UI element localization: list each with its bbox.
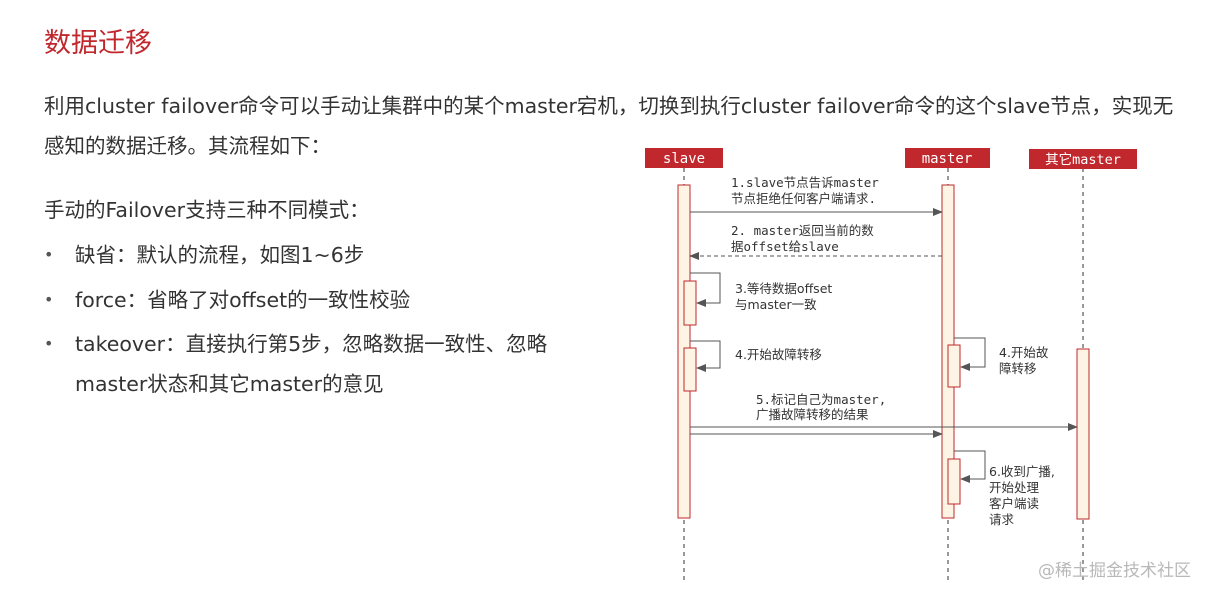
slave-header [645, 148, 723, 168]
step4-slave-label: 4.开始故障转移 [735, 347, 822, 362]
step4-master-self-arrow [954, 337, 986, 371]
step3-self-arrow [690, 272, 721, 307]
page-title: 数据迁移 [44, 28, 152, 59]
master-serve-activation [947, 458, 961, 505]
mode-list: • 缺省：默认的流程，如图1~6步 • force：省略了对offset的一致性… [0, 235, 620, 396]
other-master-activation [1076, 348, 1090, 520]
step6-label-line1: 6.收到广播, [989, 464, 1055, 479]
master-header [905, 148, 990, 168]
slave-header-label: slave [663, 151, 705, 167]
step5-label-line1: 5.标记自己为master, [756, 392, 886, 407]
list-item: • takeover：直接执行第5步，忽略数据一致性、忽略master状态和其它… [0, 324, 620, 404]
step2-label-line1: 2. master返回当前的数 [731, 223, 874, 238]
bullet-marker: • [44, 334, 54, 353]
mode-default-text: 缺省：默认的流程，如图1~6步 [75, 243, 365, 267]
step1-label-line2: 节点拒绝任何客户端请求. [731, 191, 876, 206]
step3-label-line1: 3.等待数据offset [735, 281, 832, 296]
step4-master-label-line1: 4.开始故 [999, 345, 1049, 360]
step6-label-line2: 开始处理 [989, 480, 1040, 495]
slave-wait-activation [683, 280, 697, 326]
step6-label-line3: 客户端读 [989, 496, 1039, 511]
other-master-header-label: 其它master [1045, 151, 1121, 168]
mode-force-text: force：省略了对offset的一致性校验 [75, 288, 411, 312]
step6-label-line4: 请求 [989, 512, 1015, 527]
master-header-label: master [922, 151, 973, 167]
bullet-marker: • [44, 290, 54, 309]
step4-master-label-line2: 障转移 [999, 361, 1037, 376]
intro-paragraph: 利用cluster failover命令可以手动让集群中的某个master宕机，… [44, 94, 1174, 158]
slave-failover-activation [683, 347, 697, 392]
watermark: @稀土掘金技术社区 [1038, 561, 1191, 581]
step4-slave-self-arrow [690, 340, 721, 372]
other-master-header [1029, 149, 1137, 169]
step2-label-line2: 据offset给slave [731, 239, 839, 254]
step3-label-line2: 与master一致 [735, 297, 817, 312]
list-item: • force：省略了对offset的一致性校验 [0, 280, 620, 320]
bullet-marker: • [44, 245, 54, 264]
step5-label-line2: 广播故障转移的结果 [756, 407, 869, 422]
list-item: • 缺省：默认的流程，如图1~6步 [0, 235, 620, 275]
step6-self-arrow [954, 450, 986, 483]
step1-label-line1: 1.slave节点告诉master [731, 175, 879, 190]
modes-heading: 手动的Failover支持三种不同模式： [44, 198, 370, 222]
mode-takeover-text: takeover：直接执行第5步，忽略数据一致性、忽略master状态和其它ma… [75, 332, 548, 396]
master-failover-activation [947, 344, 961, 388]
